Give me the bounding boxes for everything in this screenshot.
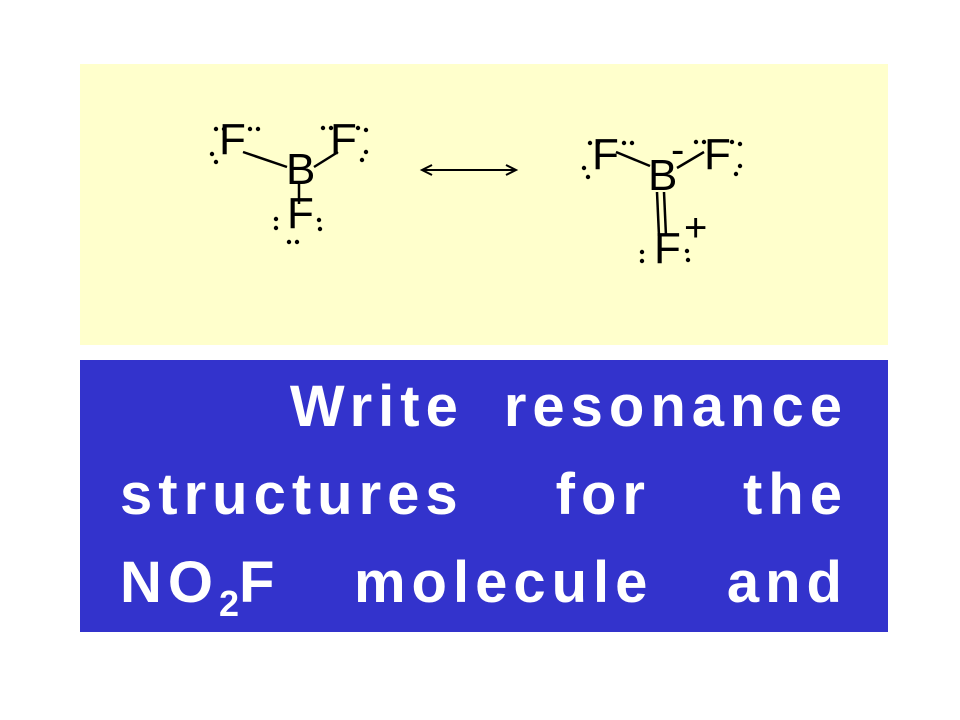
formula-suffix: F [239,550,281,615]
bond-left-f2-b [313,150,339,169]
lone-pair-dot [629,140,635,146]
atom-right-b-center: B [648,151,677,200]
structure-left: F F B F [209,115,369,245]
lone-pair-dot [359,157,365,163]
word: molecule [353,550,654,615]
bond-right-f2-b [676,150,705,170]
lone-pair-dot [621,140,627,146]
lone-pair-dot [684,248,690,254]
lone-pair-dot [581,165,587,171]
charge-minus-boron: - [671,128,684,172]
lone-pair-dot [737,163,743,169]
lone-pair-dot [247,126,253,132]
word: for [555,462,651,527]
lone-pair-dot [737,141,743,147]
lone-pair-dot [328,125,334,131]
lone-pair-dot [701,139,707,145]
word: the [742,462,848,527]
lone-pair-dot [273,216,279,222]
atom-right-f-top-right: F [704,130,731,179]
lone-pair-dot [320,125,326,131]
lone-pair-dot [693,139,699,145]
charge-plus-fluorine: + [684,206,707,250]
lone-pair-dot [585,174,591,180]
word: resonance [503,374,848,439]
atom-left-f-top-left: F [219,115,246,164]
atom-left-f-bottom: F [287,189,314,238]
lone-pair-dot [209,151,215,157]
lone-pair-dot [286,239,292,245]
lone-pair-dot [363,127,369,133]
bond-right-double-1 [655,191,661,237]
lone-pair-dot [213,159,219,165]
atom-right-f-top-left: F [592,130,619,179]
lone-pair-dot [685,257,691,263]
lone-pair-dot [221,126,227,132]
resonance-diagram: F F B F [209,115,743,273]
question-line-3: NO2F molecule and [120,548,848,632]
bond-right-f1-b [615,150,651,168]
lone-pair-dot [729,139,735,145]
formula-no2f: NO2F [120,548,280,632]
atom-left-f-top-right: F [330,115,357,164]
word: Write [289,374,464,439]
word: structures [120,462,464,527]
question-line-1: Write resonance [120,372,848,442]
resonance-arrow [419,164,519,176]
lone-pair-dot [355,125,361,131]
lone-pair-dot [213,126,219,132]
lone-pair-dot [733,171,739,177]
lone-pair-dot [294,239,300,245]
formula-prefix: NO [120,550,219,615]
lone-pair-dot [255,126,261,132]
word: and [726,550,848,615]
atom-right-f-bottom: F [654,224,681,273]
lone-pair-dot [639,258,645,264]
structure-right: F F B F - + [581,128,743,273]
atom-left-b-center: B [286,145,315,194]
lone-pair-dot [363,149,369,155]
lone-pair-dot [595,140,601,146]
question-text-panel: Write resonance structures for the NO2F … [80,360,888,632]
formula-subscript: 2 [219,583,240,624]
question-line-2: structures for the [120,460,848,530]
diagram-panel: F F B F [80,64,888,345]
lone-pair-dot [316,217,322,223]
lone-pair-dot [317,226,323,232]
lone-pair-dot [639,249,645,255]
lone-pair-dot [273,225,279,231]
bond-left-f1-b [242,150,288,169]
bond-right-double-2 [662,191,668,237]
lone-pair-dot [587,140,593,146]
